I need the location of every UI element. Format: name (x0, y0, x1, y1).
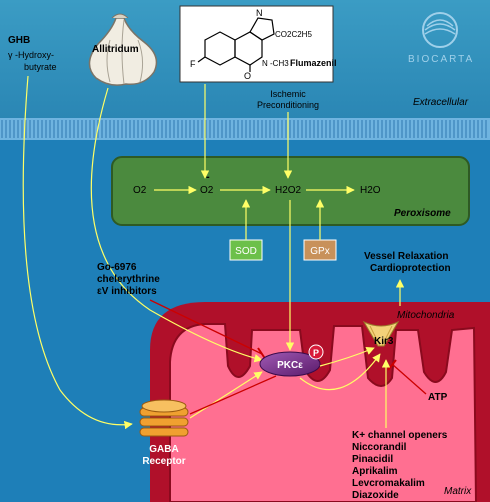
ghb-full-name-line2: butyrate (24, 62, 57, 72)
logo-text: BIOCARTA (408, 54, 474, 65)
opener-item: Aprikalim (352, 466, 398, 477)
inhibit-line-gaba (189, 375, 277, 415)
ischemic-line2: Preconditioning (257, 100, 319, 110)
arrow-gaba-pkc (189, 371, 263, 419)
openers-list: K+ channel openers Niccorandil Pinacidil… (352, 430, 448, 501)
mitochondria-label: Mitochondria (397, 310, 455, 321)
gaba-label-line1: GABA (149, 444, 178, 455)
inhibit-line-atp (391, 363, 427, 395)
sod-label: SOD (235, 246, 257, 257)
arrow-allitridum-pkc (90, 87, 263, 363)
inhibitor-line1: Go-6976 (97, 262, 137, 273)
gaba-label-line2: Receptor (142, 456, 185, 467)
chain-superoxide: O2 (200, 185, 214, 196)
kir3-label: Kir3 (374, 336, 394, 347)
flumazenil-structure (197, 17, 275, 72)
gpx-label: GPx (310, 246, 329, 257)
extracellular-label: Extracellular (413, 97, 469, 108)
flumazenil-atom-f: F (190, 59, 196, 69)
kir3-channel-icon (362, 320, 400, 347)
opener-item: Diazoxide (352, 490, 399, 501)
peroxisome-label: Peroxisome (394, 208, 451, 219)
opener-item: K+ channel openers (352, 430, 448, 441)
pkc-label: PKCε (277, 360, 303, 371)
phospho-label: P (313, 348, 319, 358)
mitochondria-matrix (169, 323, 478, 502)
opener-item: Pinacidil (352, 454, 393, 465)
biocarta-logo: BIOCARTA (408, 12, 474, 65)
opener-item: Levcromakalim (352, 478, 425, 489)
inhibit-line-pkc (149, 299, 263, 355)
inhibitor-line3: εV inhibitors (97, 286, 157, 297)
phospho-badge (308, 344, 324, 360)
flumazenil-label: Flumazenil (290, 58, 337, 68)
ghb-full-name-line1: γ -Hydroxy- (8, 50, 54, 60)
gaba-receptor-icon (139, 399, 189, 437)
atp-label: ATP (428, 392, 448, 403)
allitridum-label: Allitridum (92, 44, 139, 55)
flumazenil-atom-n: N (256, 8, 263, 18)
outcome-line2: Cardioprotection (370, 263, 451, 274)
ghb-label: GHB (8, 35, 30, 46)
chain-o2: O2 (133, 185, 147, 196)
inhibit-bar-atp (387, 359, 397, 371)
ischemic-line1: Ischemic (270, 89, 306, 99)
chain-h2o: H2O (360, 185, 381, 196)
arrow-pkc-kir (319, 347, 375, 367)
pkc-shape (259, 351, 321, 377)
flumazenil-ester-group: CO2C2H5 (275, 30, 312, 39)
flumazenil-atom-o: O (244, 71, 251, 81)
arrow-pkc-kir-lower (299, 353, 381, 391)
opener-item: Niccorandil (352, 442, 407, 453)
chain-h2o2: H2O2 (275, 185, 302, 196)
garlic-icon (88, 13, 158, 86)
outcome-line1: Vessel Relaxation (364, 251, 449, 262)
flumazenil-methyl-group: N -CH3 (262, 59, 289, 68)
arrow-ghb-gaba (22, 75, 133, 430)
matrix-label: Matrix (444, 486, 472, 497)
membrane-lipids (1, 120, 487, 138)
inhibitor-line2: chelerythrine (97, 274, 160, 285)
chain-superoxide-charge: - (206, 171, 210, 183)
